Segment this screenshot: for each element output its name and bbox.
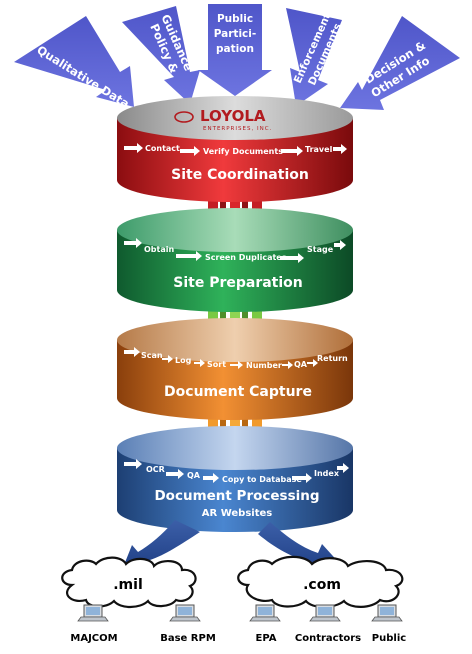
step-label: OCR [146, 465, 165, 474]
stage-title: Site Coordination [171, 167, 309, 183]
input-arrow-policy-guidance: Policy & Guidance [122, 6, 200, 104]
endpoint-public: Public [371, 604, 406, 644]
step-label: Obtain [144, 245, 174, 254]
laptop-icon [169, 604, 201, 622]
step-label: Sort [207, 360, 226, 369]
step-label: Return [317, 354, 348, 363]
step-label: QA [187, 471, 201, 480]
output-arrow-mil [124, 520, 200, 570]
process-steps: OCR QA Copy to Database Index [124, 459, 349, 484]
step-arrow-icon [230, 361, 243, 369]
step-arrow-icon [333, 144, 347, 154]
input-arrow-qualitative-data: Qualitative Data [14, 16, 134, 111]
cloud-com: .com [237, 555, 404, 609]
process-steps: Obtain Screen Duplicates Stage [124, 238, 346, 263]
step-label: QA [294, 360, 308, 369]
input-arrow-public-participation: Public Partici- pation [198, 4, 272, 96]
step-arrow-icon [203, 473, 219, 483]
cloud-label: .mil [113, 577, 143, 593]
laptop-icon [309, 604, 341, 622]
endpoint-majcom: MAJCOM [70, 604, 118, 644]
endpoint-label: Base RPM [160, 633, 216, 644]
cloud-label: .com [303, 577, 341, 593]
stage-subtitle: AR Websites [202, 508, 272, 519]
step-arrow-icon [194, 359, 205, 367]
step-arrow-icon [124, 143, 143, 153]
input-label-public-line1: Public [217, 13, 253, 25]
endpoint-label: Contractors [295, 633, 361, 644]
laptop-icon [77, 604, 109, 622]
endpoints: MAJCOM Base RPM EPA Contracto [70, 604, 406, 644]
step-arrow-icon [124, 238, 142, 248]
step-label: Index [314, 469, 340, 478]
endpoint-epa: EPA [249, 604, 281, 644]
step-label: Travel [305, 145, 333, 154]
stage-document-capture: Scan Log Sort Number QA Return Document … [117, 318, 353, 420]
step-arrow-icon [176, 251, 202, 261]
step-arrow-icon [124, 347, 140, 357]
input-arrow-enforcement-documents: Enforcement Documents [286, 8, 344, 106]
laptop-icon [249, 604, 281, 622]
stage-title: Document Processing [154, 488, 319, 504]
step-label: Verify Documents [203, 147, 283, 156]
step-label: Screen Duplicates [205, 253, 287, 262]
endpoint-label: EPA [256, 633, 277, 644]
step-label: Stage [307, 245, 334, 254]
endpoint-base-rpm: Base RPM [160, 604, 216, 644]
step-label: Scan [141, 351, 163, 360]
step-arrow-icon [282, 361, 293, 369]
loyola-logo: LOYOLA ENTERPRISES, INC. [174, 107, 272, 132]
step-arrow-icon [307, 359, 318, 367]
input-arrow-decision-other-info: Decision & Other Info [340, 16, 460, 110]
logo-name: LOYOLA [200, 107, 266, 125]
cloud-mil: .mil [61, 556, 197, 609]
step-arrow-icon [281, 146, 303, 156]
step-label: Number [246, 361, 282, 370]
step-arrow-icon [334, 240, 346, 250]
step-arrow-icon [162, 355, 173, 363]
step-arrow-icon [280, 253, 304, 263]
input-label-public-line3: pation [216, 43, 254, 55]
logo-mark-icon [174, 111, 194, 123]
cloud-shape [61, 556, 197, 609]
stage-title: Document Capture [164, 384, 312, 400]
endpoint-label: MAJCOM [70, 633, 117, 644]
laptop-icon [371, 604, 403, 622]
stage-title: Site Preparation [173, 275, 303, 291]
stage-site-preparation: Obtain Screen Duplicates Stage Site Prep… [117, 208, 353, 312]
stage-site-coordination: LOYOLA ENTERPRISES, INC. Contact Verify … [117, 96, 353, 202]
step-arrow-icon [292, 473, 312, 483]
step-arrow-icon [124, 459, 142, 469]
process-steps: Contact Verify Documents Travel [124, 143, 347, 156]
input-arrows: Qualitative Data Policy & Guidance Publi… [14, 4, 460, 111]
step-arrow-icon [337, 463, 349, 473]
process-steps: Scan Log Sort Number QA Return [124, 347, 348, 370]
cloud-shape [237, 555, 404, 609]
step-arrow-icon [166, 469, 184, 479]
step-label: Log [175, 356, 192, 365]
input-label-public-line2: Partici- [214, 28, 256, 40]
endpoint-contractors: Contractors [295, 604, 361, 644]
logo-subtitle: ENTERPRISES, INC. [203, 126, 272, 132]
stage-document-processing: OCR QA Copy to Database Index Document P… [117, 426, 353, 532]
endpoint-label: Public [372, 633, 406, 644]
step-label: Contact [145, 144, 180, 153]
step-arrow-icon [180, 146, 200, 156]
step-label: Copy to Database [222, 475, 302, 484]
